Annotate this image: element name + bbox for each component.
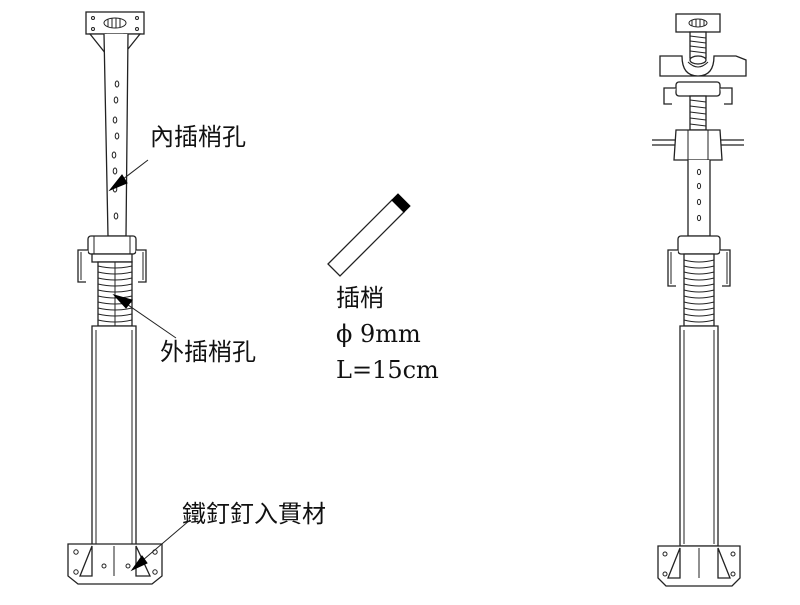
right-inner-tube <box>687 160 711 237</box>
pin-cap <box>391 193 411 213</box>
pin-hole <box>113 96 119 104</box>
left-threaded-section <box>97 261 133 327</box>
right-screw-stem <box>689 31 707 59</box>
nail-hole <box>152 569 158 575</box>
arrow-head <box>108 174 128 192</box>
left-inner-tube <box>103 33 129 237</box>
right-outer-tube <box>679 325 719 547</box>
arrow-head <box>112 294 133 309</box>
pin-diameter: ϕ 9mm <box>336 320 421 348</box>
left-adjust-nut <box>77 235 147 283</box>
pin-length: L=15cm <box>336 356 439 384</box>
right-top-plate <box>675 13 721 33</box>
left-base-plate <box>67 543 163 585</box>
left-outer-tube <box>91 325 137 547</box>
leader-nail <box>130 519 191 572</box>
pin-drawing <box>327 193 411 277</box>
nail-hole <box>125 563 131 569</box>
pin-hole <box>113 212 119 220</box>
pin-hole <box>696 168 702 176</box>
nail-hole <box>662 571 668 577</box>
nail-hole <box>101 563 107 569</box>
pin-hole <box>114 80 120 88</box>
outer-pin-hole-label: 外插梢孔 <box>160 338 256 366</box>
right-shoring-post <box>652 13 747 587</box>
pin-hole <box>696 182 702 190</box>
pin-hole <box>111 151 117 159</box>
pin-hole <box>112 167 118 175</box>
nail-hole <box>73 549 79 555</box>
pin-hole <box>114 132 120 140</box>
pin-hole <box>696 198 702 206</box>
arrow-head <box>130 555 148 572</box>
pin-title: 插梢 <box>336 284 384 312</box>
right-upper-nut <box>663 81 733 131</box>
right-u-head <box>659 55 747 77</box>
nail-hole <box>730 551 736 557</box>
nail-label: 鐵釘釘入貫材 <box>182 500 326 528</box>
left-shoring-post <box>67 11 163 585</box>
right-threaded-section <box>683 253 715 327</box>
pin-hole <box>696 214 702 222</box>
nail-hole <box>662 551 668 557</box>
pin-hole <box>112 116 118 124</box>
leader-inner-pin-hole <box>108 159 149 192</box>
right-base-plate <box>657 545 741 587</box>
nail-hole <box>730 571 736 577</box>
leader-outer-pin-hole <box>112 294 177 339</box>
right-cross-bar <box>652 129 744 161</box>
nail-hole <box>73 569 79 575</box>
inner-pin-hole-label: 內插梢孔 <box>150 123 246 151</box>
